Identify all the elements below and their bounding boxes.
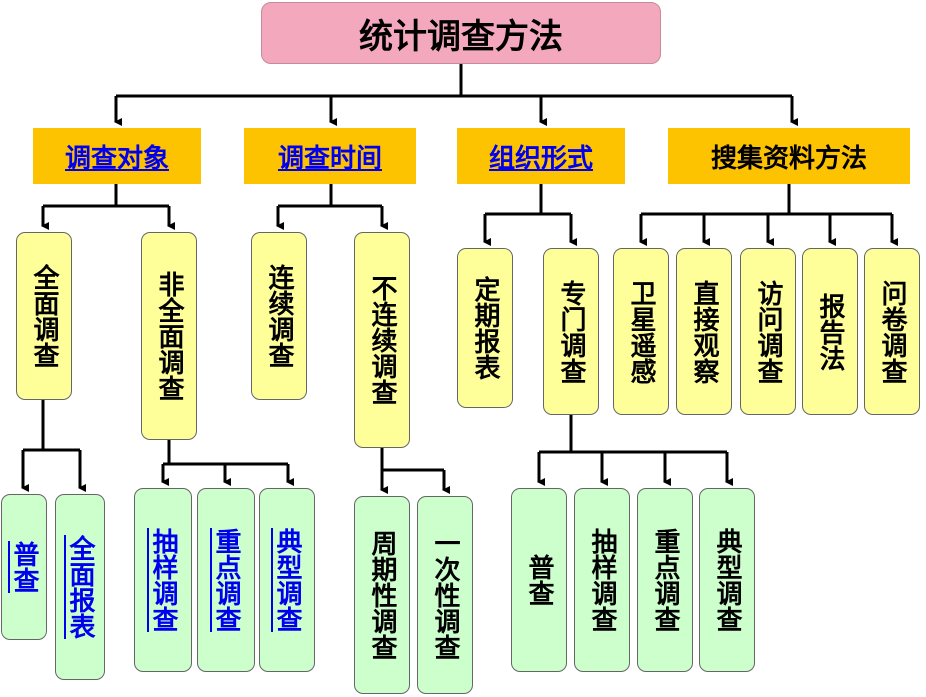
node-report-method: 报告法 — [802, 248, 858, 415]
node-interview: 访问调查 — [740, 248, 796, 415]
category-organization[interactable]: 组织形式 — [457, 128, 625, 184]
node-one-time-survey-label: 一次性调查 — [430, 530, 460, 660]
node-special-key: 重点调查 — [637, 488, 693, 672]
node-one-time-survey: 一次性调查 — [417, 496, 473, 694]
node-typical-survey-link[interactable]: 典型调查 — [259, 488, 315, 672]
root-node: 统计调查方法 — [261, 2, 661, 64]
node-special-census: 普查 — [511, 488, 567, 672]
category-object[interactable]: 调查对象 — [33, 128, 201, 184]
sampling-link[interactable]: 抽样调查 — [148, 528, 178, 632]
category-methods-label: 搜集资料方法 — [710, 143, 867, 174]
node-periodic-report: 定期报表 — [457, 248, 513, 408]
category-time[interactable]: 调查时间 — [244, 128, 416, 184]
node-special-survey-label: 专门调查 — [556, 279, 586, 384]
node-full-survey-label: 全面调查 — [29, 264, 59, 368]
category-methods: 搜集资料方法 — [668, 128, 910, 184]
node-satellite: 卫星遥感 — [613, 248, 669, 415]
node-questionnaire: 问卷调查 — [864, 248, 920, 415]
node-special-census-label: 普查 — [524, 554, 554, 606]
node-partial-survey-label: 非全面调查 — [154, 271, 184, 401]
census-link[interactable]: 普查 — [9, 541, 39, 593]
node-special-sampling-label: 抽样调查 — [587, 528, 617, 632]
node-census-link[interactable]: 普查 — [1, 494, 47, 640]
root-label: 统计调查方法 — [359, 16, 563, 57]
node-key-survey-link[interactable]: 重点调查 — [197, 488, 255, 672]
node-interview-label: 访问调查 — [753, 279, 783, 384]
category-organization-link[interactable]: 组织形式 — [488, 143, 593, 174]
node-full-report-link[interactable]: 全面报表 — [55, 494, 105, 680]
category-time-link[interactable]: 调查时间 — [277, 143, 382, 174]
node-special-survey: 专门调查 — [543, 248, 599, 415]
key-survey-link[interactable]: 重点调查 — [211, 528, 241, 632]
node-partial-survey: 非全面调查 — [141, 232, 197, 440]
node-continuous-survey: 连续调查 — [251, 232, 307, 400]
node-continuous-survey-label: 连续调查 — [264, 264, 294, 368]
node-special-sampling: 抽样调查 — [574, 488, 630, 672]
node-special-typical: 典型调查 — [699, 488, 755, 672]
node-full-survey: 全面调查 — [16, 232, 72, 400]
typical-survey-link[interactable]: 典型调查 — [272, 528, 302, 632]
node-questionnaire-label: 问卷调查 — [877, 279, 907, 384]
node-direct-observation-label: 直接观察 — [689, 279, 719, 384]
node-discontinuous-survey: 不连续调查 — [354, 232, 410, 448]
category-object-link[interactable]: 调查对象 — [64, 143, 169, 174]
node-report-method-label: 报告法 — [815, 292, 845, 371]
node-periodic-report-label: 定期报表 — [470, 276, 500, 380]
node-periodic-survey-label: 周期性调查 — [367, 530, 397, 660]
node-discontinuous-survey-label: 不连续调查 — [367, 275, 397, 405]
node-direct-observation: 直接观察 — [676, 248, 732, 415]
full-report-link[interactable]: 全面报表 — [65, 535, 95, 639]
node-special-key-label: 重点调查 — [650, 528, 680, 632]
node-satellite-label: 卫星遥感 — [626, 279, 656, 384]
node-special-typical-label: 典型调查 — [712, 528, 742, 632]
node-periodic-survey: 周期性调查 — [354, 496, 410, 694]
node-sampling-link[interactable]: 抽样调查 — [134, 488, 192, 672]
